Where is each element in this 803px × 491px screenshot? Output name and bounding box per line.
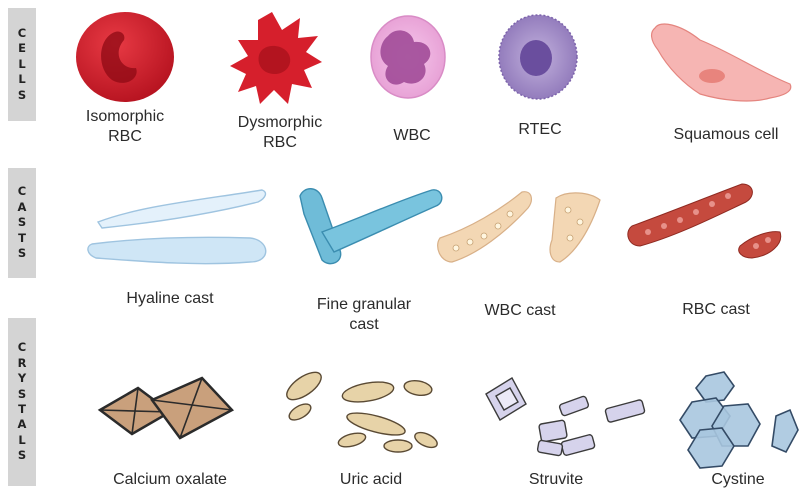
isomorphic-rbc-illustration	[76, 12, 174, 102]
dysmorphic-rbc-illustration	[230, 12, 322, 104]
label-rtec: RTEC	[518, 120, 561, 140]
label-line: RTEC	[518, 120, 561, 140]
label-wbc-cast: WBC cast	[484, 301, 555, 321]
label-cystine: Cystine	[711, 470, 764, 490]
label-wbc: WBC	[393, 126, 430, 146]
label-line: Calcium oxalate	[113, 470, 227, 490]
label-squamous-cell: Squamous cell	[674, 125, 779, 145]
label-struvite: Struvite	[529, 470, 583, 490]
label-line: Dysmorphic	[238, 113, 322, 133]
calcium-oxalate-illustration	[100, 378, 232, 438]
uric-acid-illustration	[282, 367, 439, 452]
squamous-cell-illustration	[652, 24, 791, 101]
struvite-illustration	[486, 378, 645, 456]
label-line: Isomorphic	[86, 107, 164, 127]
label-hyaline-cast: Hyaline cast	[126, 289, 213, 309]
label-line: cast	[317, 315, 411, 335]
rbc-cast-illustration	[628, 184, 781, 258]
hyaline-cast-illustration	[88, 190, 266, 264]
label-isomorphic-rbc: Isomorphic RBC	[86, 107, 164, 147]
label-line: Uric acid	[340, 470, 402, 490]
rtec-illustration	[499, 15, 577, 99]
label-line: Hyaline cast	[126, 289, 213, 309]
label-uric-acid: Uric acid	[340, 470, 402, 490]
label-line: RBC	[86, 127, 164, 147]
wbc-cast-illustration	[438, 192, 600, 262]
wbc-illustration	[371, 16, 445, 98]
label-rbc-cast: RBC cast	[682, 300, 750, 320]
label-line: Squamous cell	[674, 125, 779, 145]
label-dysmorphic-rbc: Dysmorphic RBC	[238, 113, 322, 153]
label-calcium-oxalate: Calcium oxalate	[113, 470, 227, 490]
label-line: RBC cast	[682, 300, 750, 320]
label-line: Fine granular	[317, 295, 411, 315]
label-line: Cystine	[711, 470, 764, 490]
label-line: WBC cast	[484, 301, 555, 321]
label-line: WBC	[393, 126, 430, 146]
label-line: Struvite	[529, 470, 583, 490]
fine-granular-cast-illustration	[300, 189, 442, 264]
label-fine-granular-cast: Fine granular cast	[317, 295, 411, 335]
cystine-illustration	[680, 372, 798, 468]
label-line: RBC	[238, 133, 322, 153]
